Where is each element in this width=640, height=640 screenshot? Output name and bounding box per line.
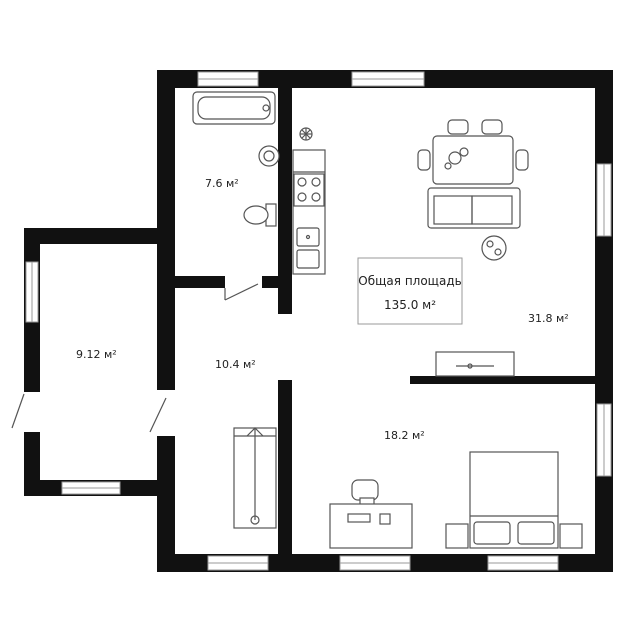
kitchen-counter xyxy=(292,149,326,275)
sofa-icon xyxy=(427,187,521,229)
room-labels: 7.6 м² 31.8 м² 9.12 м² 10.4 м² 18.2 м² xyxy=(76,177,569,442)
room-area-bedroom: 18.2 м² xyxy=(384,429,425,442)
total-area-label: Общая площадь xyxy=(358,274,461,288)
bed-icon xyxy=(469,451,559,549)
door-bathroom xyxy=(224,283,259,301)
inner-walls xyxy=(175,88,613,572)
windows xyxy=(25,71,612,571)
bedroom-furniture xyxy=(329,451,583,549)
bathroom-fixtures xyxy=(192,91,280,227)
room-area-left-room: 9.12 м² xyxy=(76,348,117,361)
tv-stand-icon xyxy=(435,351,515,377)
room-area-living-kitchen: 31.8 м² xyxy=(528,312,569,325)
door-left-interior xyxy=(149,397,167,433)
total-area-box: Общая площадь 135.0 м² xyxy=(357,257,463,325)
doors xyxy=(11,283,292,436)
bathtub-icon xyxy=(192,91,276,125)
kitchen-fixtures xyxy=(292,127,326,275)
stove-icon xyxy=(293,173,325,207)
staircase xyxy=(233,427,277,529)
dining-table-icon xyxy=(417,119,529,185)
office-chair-icon xyxy=(351,479,379,507)
room-area-bathroom: 7.6 м² xyxy=(205,177,239,190)
door-left-exterior xyxy=(11,393,25,429)
coffee-table-icon xyxy=(481,235,507,261)
fan-icon xyxy=(299,127,313,141)
living-furniture xyxy=(417,119,529,377)
total-area-value: 135.0 м² xyxy=(384,298,436,312)
toilet-icon xyxy=(243,203,277,227)
sink-icon xyxy=(258,145,280,167)
room-area-hall: 10.4 м² xyxy=(215,358,256,371)
nightstand-icon xyxy=(445,523,583,549)
desk-icon xyxy=(329,503,413,549)
kitchen-sink-icon xyxy=(296,227,320,269)
